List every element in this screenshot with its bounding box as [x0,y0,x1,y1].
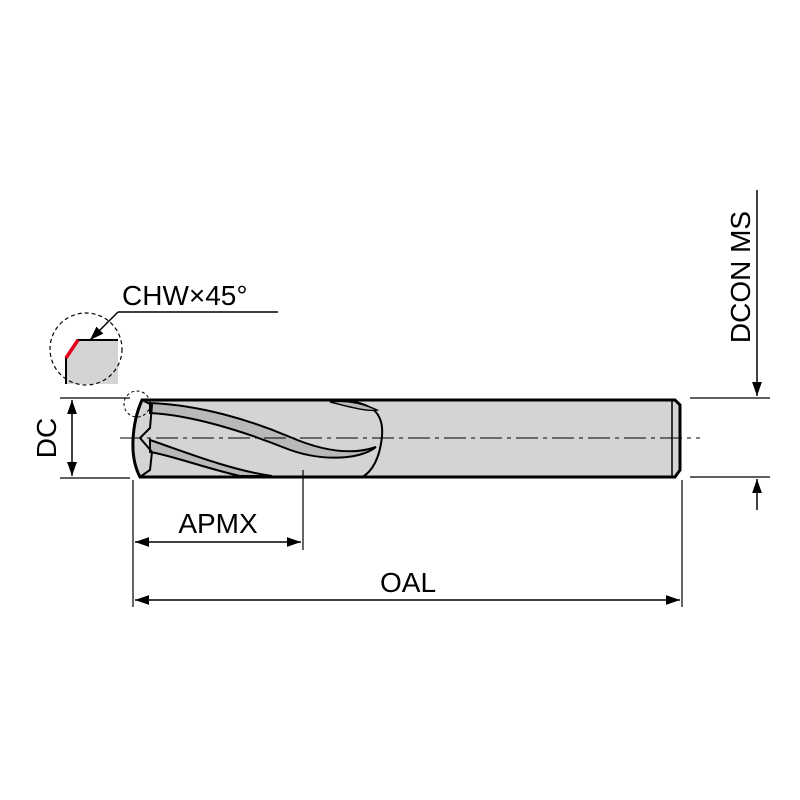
chamfer-detail [49,311,278,386]
flute-2 [149,438,273,477]
corner-detail-marker [123,390,151,418]
apmx-dimension [135,470,304,550]
dcon-ms-label: DCON MS [725,211,756,343]
dc-dimension [60,397,130,479]
apmx-label: APMX [178,508,258,539]
chamfer-detail-circle [49,312,123,386]
dcon-ms-dimension [690,190,770,510]
end-mill-tool [131,398,682,479]
chamfer-detail-shape [66,340,118,384]
chamfer-highlight [64,339,80,359]
cutting-edge-face [139,399,154,478]
flute-1 [149,401,377,459]
dc-label: DC [31,418,62,458]
chamfer-label: CHW×45° [122,280,248,311]
chamfer-leader [89,311,119,341]
oal-dimension [132,480,683,607]
tool-body [131,398,682,479]
oal-label: OAL [380,567,436,598]
flute-3 [329,400,380,412]
